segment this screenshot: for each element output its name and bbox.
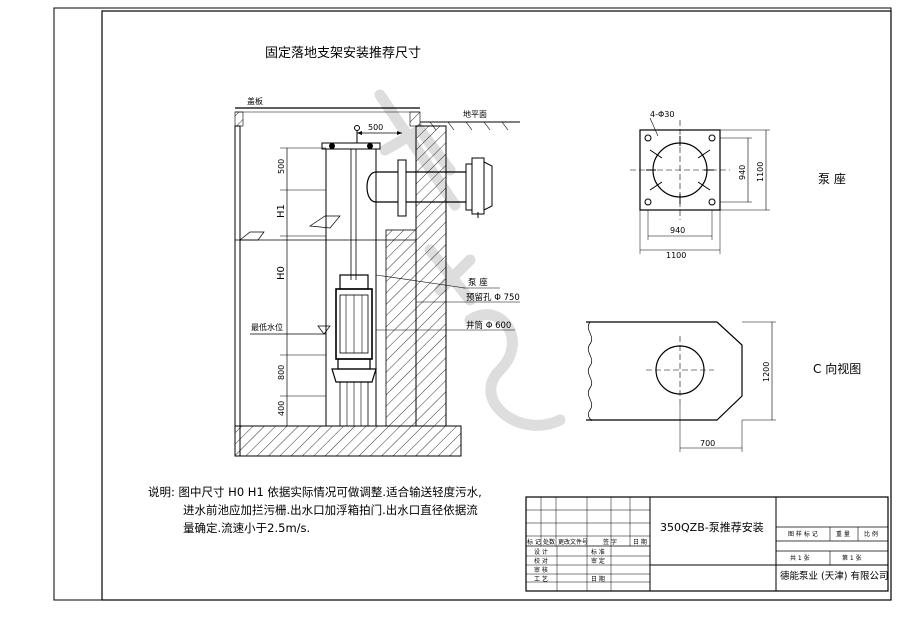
min-water-label: 最低水位 [251,322,283,332]
row-process: 工 艺 [534,576,548,583]
seat-dim-h-outer: 1100 [756,162,765,182]
title-block [525,496,889,592]
drawing-name: 350QZB-泵推荐安装 [660,521,764,534]
notes: 说明: 图中尺寸 H0 H1 依据实际情况可做调整.适合输送轻度污水, 进水前池… [148,483,518,537]
seat-dim-w-outer: 1100 [666,251,686,260]
pit-floor [234,425,462,457]
note-line-1: 说明: 图中尺寸 H0 H1 依据实际情况可做调整.适合输送轻度污水, [148,485,482,499]
tb-sheet-no: 第 1 张 [842,555,862,562]
c-view-outline [586,321,743,421]
rev-h-mark: 标 记 [527,539,541,546]
tb-scale: 比 例 [864,531,878,538]
row-design: 设 计 [534,549,548,556]
seat-holes-label: 4-Φ30 [650,110,674,119]
row-approve: 审 定 [591,558,605,565]
discharge-pipe [366,171,470,203]
dim-h1: H1 [276,204,287,218]
row-check: 校 对 [534,558,548,565]
pit-wall-left [234,125,241,457]
c-view-dim-h: 1200 [762,362,771,382]
well-pipe-label: 井筒 Φ 600 [466,320,511,331]
row-std: 标 准 [591,549,605,556]
ground-label: 地平面 [463,109,487,119]
tb-weight: 重 量 [836,531,850,538]
cover-plate-label: 盖板 [247,96,263,106]
pump-body [331,274,377,427]
dim-800: 800 [277,365,286,380]
rev-h-sign: 签 字 [603,539,617,546]
drawing-title: 固定落地支架安装推荐尺寸 [265,46,421,61]
c-view-name: C 向视图 [813,361,861,376]
note-line-2: 进水前池应加拦污栅.出水口加浮箱拍门.出水口直径依据流 [183,503,478,517]
c-view-dim-w: 700 [700,439,715,448]
rev-h-count: 处数 [543,539,556,546]
seat-view-name: 泵 座 [818,171,846,186]
seat-dim-w-inner: 940 [670,226,685,235]
dim-500-v: 500 [277,159,286,174]
dim-500-top: 500 [368,123,383,132]
pump-seat-label: 泵 座 [468,277,488,288]
inner-frame [101,10,892,601]
company-name: 德能泵业 (天津) 有限公司 [780,571,889,582]
dim-400: 400 [277,401,286,416]
tb-sheets-total: 共 1 张 [790,555,810,562]
row-date: 日 期 [591,576,605,583]
reserved-hole-label: 预留孔 Φ 750 [466,292,520,303]
row-review: 审 核 [534,567,548,574]
tb-mark: 图 样 标 记 [788,531,818,538]
dim-h0: H0 [276,266,287,280]
rev-h-docno: 更改文件号 [558,539,589,546]
rev-h-date: 日 期 [633,539,647,546]
seat-dim-h-inner: 940 [738,165,747,180]
pit-wall-right [415,125,447,427]
note-line-3: 量确定.流速小于2.5m/s. [183,521,311,535]
